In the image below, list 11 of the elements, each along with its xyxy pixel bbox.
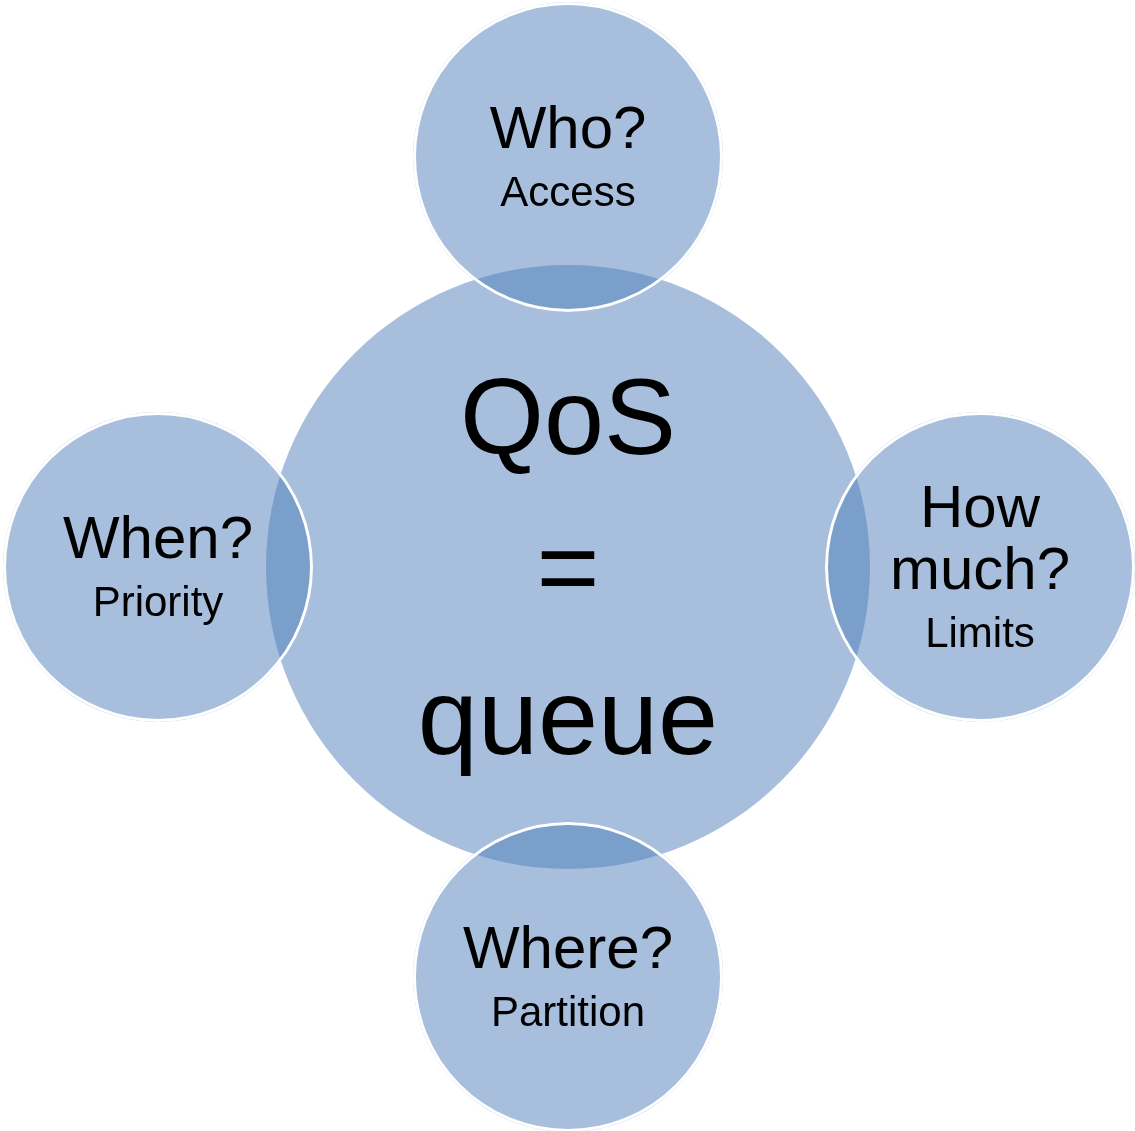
circle-title: Where? bbox=[462, 917, 674, 979]
circle bbox=[822, 409, 1135, 725]
center-text: QoS = queue bbox=[416, 355, 720, 779]
circle-title: How much? bbox=[888, 476, 1072, 600]
circle bbox=[410, 819, 726, 1131]
circle-subtitle: Access bbox=[500, 167, 636, 217]
circle-subtitle: Priority bbox=[92, 577, 224, 627]
circle-title: Who? bbox=[489, 97, 647, 159]
circle-subtitle: Limits bbox=[925, 608, 1035, 658]
circle-title: When? bbox=[62, 507, 254, 569]
circle-subtitle: Partition bbox=[490, 987, 646, 1037]
